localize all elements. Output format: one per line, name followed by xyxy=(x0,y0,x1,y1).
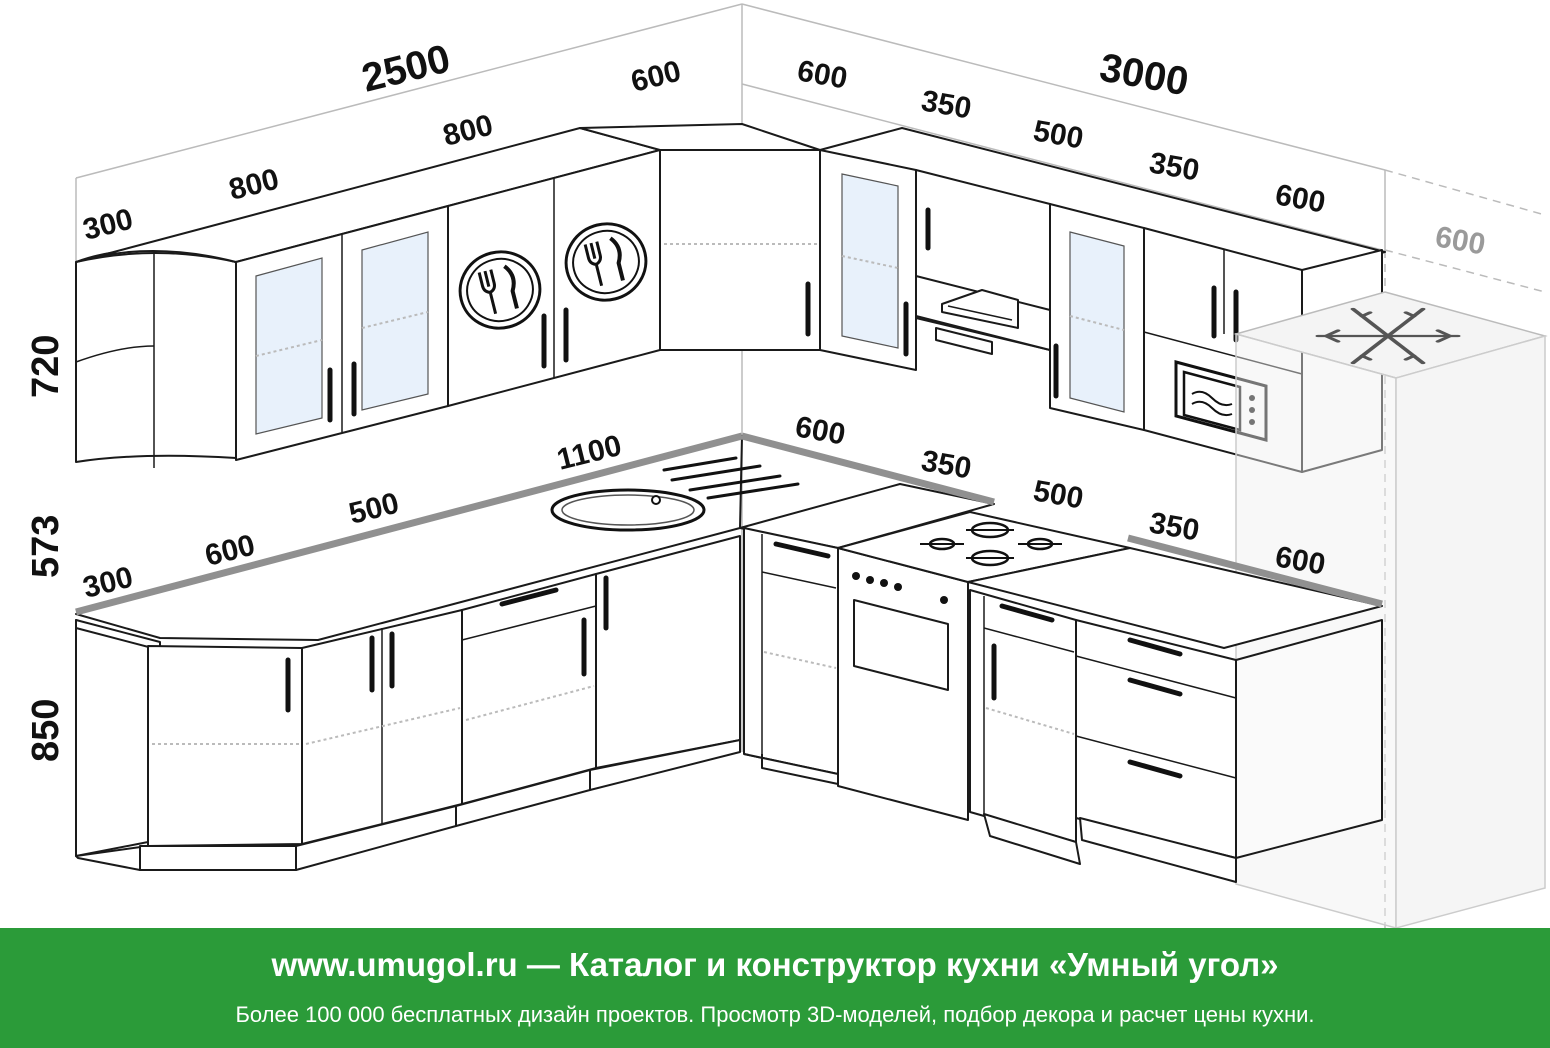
cutlery-plate-icon xyxy=(564,222,648,302)
upper-cabinets-left xyxy=(75,123,821,468)
dim-upper-right-4: 350 xyxy=(1147,146,1202,187)
dim-upper-right-total: 3000 xyxy=(1096,46,1191,105)
footer-subline: Более 100 000 бесплатных дизайн проектов… xyxy=(235,1002,1315,1027)
dim-base-right-1: 600 xyxy=(793,410,848,451)
dim-base-right-3: 500 xyxy=(1031,474,1086,515)
dim-upper-left-2: 800 xyxy=(226,163,283,207)
dim-upper-right-1: 600 xyxy=(795,54,850,95)
fridge xyxy=(1233,291,1548,928)
hob-icon xyxy=(920,521,1062,567)
dim-upper-left-1: 300 xyxy=(80,203,137,247)
dim-upper-left-total: 2500 xyxy=(358,37,455,101)
dim-base-left-3: 500 xyxy=(346,487,403,531)
snowflake-icon xyxy=(1315,307,1461,365)
dim-height-base: 850 xyxy=(25,699,67,762)
dim-upper-right-5: 600 xyxy=(1273,178,1328,219)
dim-upper-right-2: 350 xyxy=(919,84,974,125)
dim-upper-left-4: 600 xyxy=(628,55,685,99)
kitchen-diagram: 2500 3000 300 800 800 600 600 350 500 35… xyxy=(25,3,1548,928)
microwave-icon xyxy=(1174,360,1268,442)
base-cabinets-left xyxy=(75,435,995,871)
dim-base-right-2: 350 xyxy=(919,444,974,485)
dim-height-upper: 720 xyxy=(25,335,67,398)
footer-headline[interactable]: www.umugol.ru — Каталог и конструктор ку… xyxy=(271,946,1279,983)
dim-base-right-4: 350 xyxy=(1147,506,1202,547)
dim-upper-right-3: 500 xyxy=(1031,114,1086,155)
sink-icon xyxy=(550,456,800,532)
dim-height-gap: 573 xyxy=(25,515,67,578)
base-cabinets-right-2 xyxy=(967,547,1383,883)
countertop-edge xyxy=(75,432,1383,616)
dim-fridge-width: 600 xyxy=(1433,220,1488,261)
base-cabinets-right xyxy=(743,511,1131,821)
footer-banner: www.umugol.ru — Каталог и конструктор ку… xyxy=(0,928,1550,1048)
cutlery-plate-icon xyxy=(458,250,542,330)
dim-upper-left-3: 800 xyxy=(440,109,497,153)
